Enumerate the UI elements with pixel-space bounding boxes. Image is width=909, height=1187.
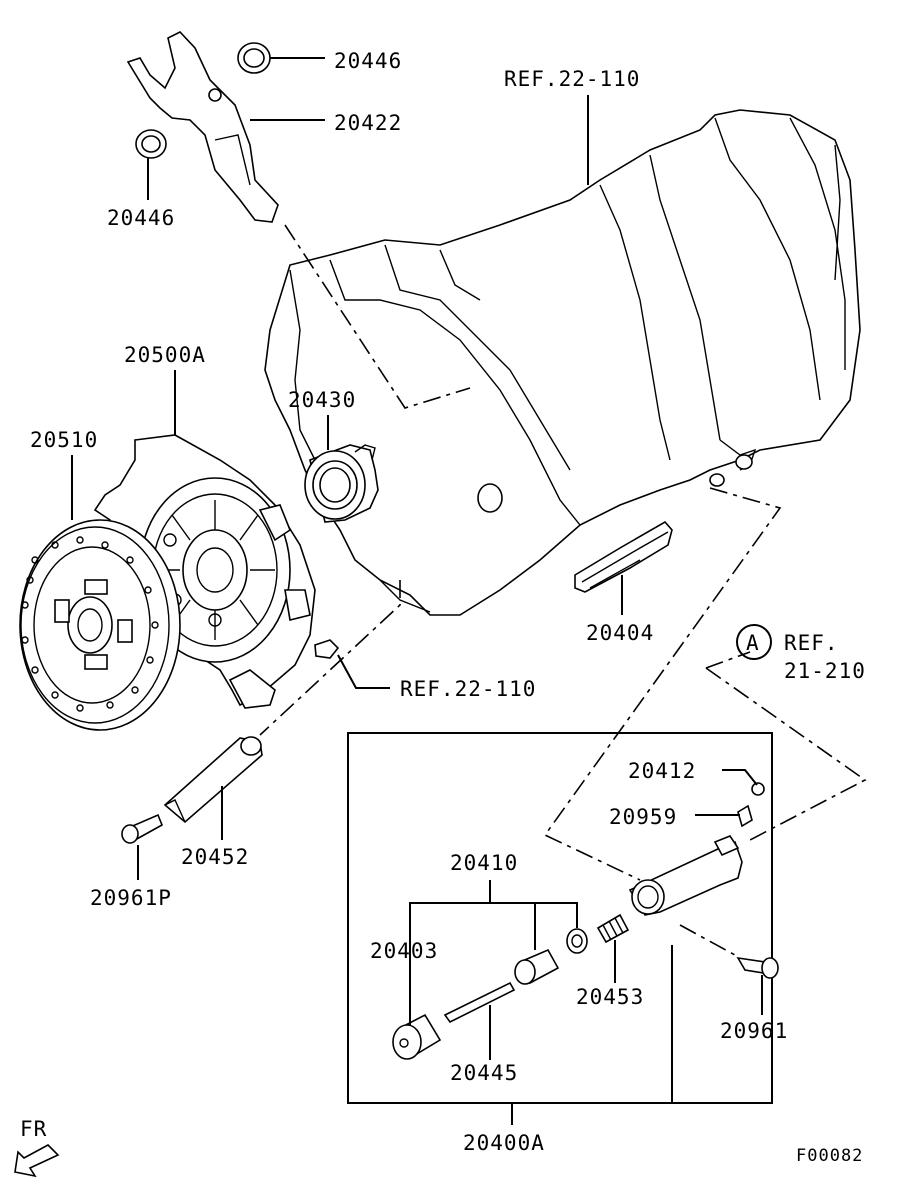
label-20961: 20961 [720, 1019, 788, 1043]
front-direction-arrow-icon [14, 1144, 60, 1178]
bolt-20961 [736, 956, 779, 979]
release-fork [126, 31, 279, 223]
label-20446-left: 20446 [107, 206, 175, 230]
callout-a-circle [736, 624, 772, 660]
piston [514, 948, 560, 985]
label-20412: 20412 [628, 759, 696, 783]
leader-lines [71, 57, 763, 1125]
transmission-housing [264, 109, 861, 616]
bleeder-cap [751, 782, 765, 796]
seal-20446-left [135, 129, 167, 159]
clutch-hose [574, 520, 673, 593]
figure-code: F00082 [796, 1146, 863, 1166]
label-ref: REF. [784, 631, 839, 655]
release-bearing [304, 444, 379, 523]
label-20452: 20452 [181, 845, 249, 869]
washer [566, 928, 588, 954]
label-20446-top: 20446 [334, 49, 402, 73]
clutch-cover [93, 434, 316, 709]
push-rod-small [443, 981, 516, 1024]
centerlines [259, 224, 867, 956]
bolt-20961p [121, 813, 164, 844]
clutch-disc [19, 519, 181, 731]
label-20500a: 20500A [124, 343, 206, 367]
spring [596, 913, 630, 944]
label-21-210: 21-210 [784, 659, 866, 683]
label-20453: 20453 [576, 985, 644, 1009]
push-rod [163, 736, 263, 824]
label-20961p: 20961P [90, 886, 172, 910]
release-cylinder-box [347, 732, 773, 1104]
label-20510: 20510 [30, 428, 98, 452]
label-20403: 20403 [370, 939, 438, 963]
label-20400a: 20400A [463, 1131, 545, 1155]
label-20430: 20430 [288, 388, 356, 412]
label-20959: 20959 [609, 805, 677, 829]
label-ref-22-110-mid: REF.22-110 [400, 677, 536, 701]
bleeder-screw [737, 804, 753, 828]
release-cylinder [628, 835, 743, 916]
label-ref-22-110-top: REF.22-110 [504, 67, 640, 91]
label-fr: FR [20, 1117, 47, 1141]
label-20410: 20410 [450, 851, 518, 875]
seal-20446-top [237, 42, 271, 74]
label-20404: 20404 [586, 621, 654, 645]
pivot-stud [314, 639, 340, 659]
label-callout-a: A [746, 631, 760, 655]
label-20445: 20445 [450, 1061, 518, 1085]
label-20422: 20422 [334, 111, 402, 135]
boot [392, 1013, 442, 1060]
